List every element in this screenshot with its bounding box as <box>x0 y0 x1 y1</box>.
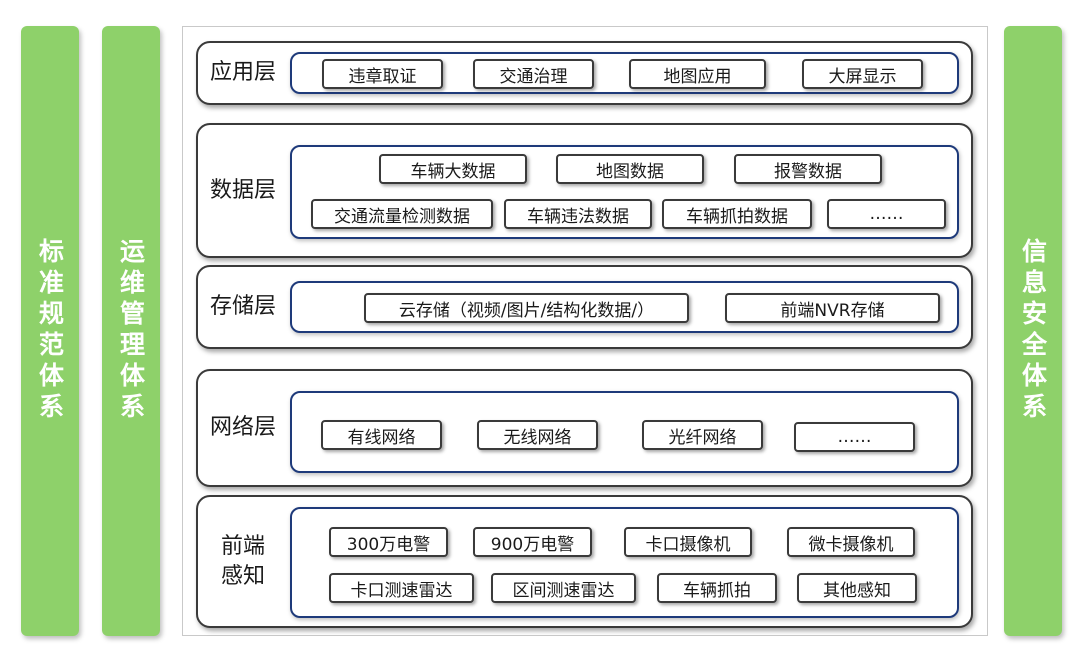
frontend-layer-title: 前端感知 <box>220 533 265 589</box>
storage-layer-label: 存储层 <box>198 267 288 347</box>
storage-item-nvr-storage: 前端NVR存储 <box>725 293 940 323</box>
frontend-item-section-speed-radar: 区间测速雷达 <box>491 573 636 603</box>
app-item-violation-evidence: 违章取证 <box>322 59 443 89</box>
data-layer-panel: 车辆大数据 地图数据 报警数据 交通流量检测数据 车辆违法数据 车辆抓拍数据 …… <box>290 145 959 239</box>
application-layer-title: 应用层 <box>209 60 276 85</box>
data-layer-label: 数据层 <box>198 125 288 256</box>
storage-layer-panel: 云存储（视频/图片/结构化数据/） 前端NVR存储 <box>290 281 959 333</box>
frontend-item-9mp-camera: 900万电警 <box>473 527 592 557</box>
data-layer: 数据层 车辆大数据 地图数据 报警数据 交通流量检测数据 车辆违法数据 车辆抓拍… <box>196 123 973 258</box>
app-item-map-application: 地图应用 <box>629 59 766 89</box>
network-item-more: …… <box>794 422 915 452</box>
app-item-big-screen: 大屏显示 <box>802 59 923 89</box>
frontend-item-other-sensing: 其他感知 <box>797 573 917 603</box>
frontend-item-3mp-camera: 300万电警 <box>329 527 448 557</box>
data-item-vehicle-big-data: 车辆大数据 <box>379 154 527 184</box>
storage-layer-title: 存储层 <box>209 294 276 319</box>
network-layer: 网络层 有线网络 无线网络 光纤网络 …… <box>196 369 973 487</box>
network-layer-label: 网络层 <box>198 371 288 485</box>
data-item-map-data: 地图数据 <box>556 154 704 184</box>
storage-item-cloud-storage: 云存储（视频/图片/结构化数据/） <box>364 293 689 323</box>
network-item-wireless: 无线网络 <box>477 420 598 450</box>
frontend-layer-label: 前端感知 <box>198 497 288 626</box>
frontend-item-micro-checkpoint-camera: 微卡摄像机 <box>787 527 915 557</box>
data-item-vehicle-violation-data: 车辆违法数据 <box>504 199 652 229</box>
network-layer-title: 网络层 <box>209 415 276 440</box>
frontend-item-speed-radar: 卡口测速雷达 <box>329 573 474 603</box>
security-pillar: 信息安全体系 <box>1004 26 1062 636</box>
operations-pillar: 运维管理体系 <box>102 26 160 636</box>
data-layer-title: 数据层 <box>209 177 276 203</box>
storage-layer: 存储层 云存储（视频/图片/结构化数据/） 前端NVR存储 <box>196 265 973 349</box>
application-layer-label: 应用层 <box>198 43 288 103</box>
security-pillar-label: 信息安全体系 <box>1018 238 1048 424</box>
frontend-layer: 前端感知 300万电警 900万电警 卡口摄像机 微卡摄像机 卡口测速雷达 区间… <box>196 495 973 628</box>
standards-pillar: 标准规范体系 <box>21 26 79 636</box>
application-layer-panel: 违章取证 交通治理 地图应用 大屏显示 <box>290 52 959 94</box>
network-item-fiber: 光纤网络 <box>642 420 763 450</box>
operations-pillar-label: 运维管理体系 <box>116 238 146 424</box>
frontend-layer-panel: 300万电警 900万电警 卡口摄像机 微卡摄像机 卡口测速雷达 区间测速雷达 … <box>290 507 959 618</box>
app-item-traffic-management: 交通治理 <box>473 59 594 89</box>
network-item-wired: 有线网络 <box>321 420 442 450</box>
data-item-traffic-flow-data: 交通流量检测数据 <box>311 199 493 229</box>
data-item-more: …… <box>827 199 946 229</box>
standards-pillar-label: 标准规范体系 <box>35 238 65 424</box>
network-layer-panel: 有线网络 无线网络 光纤网络 …… <box>290 391 959 473</box>
frontend-item-vehicle-capture: 车辆抓拍 <box>657 573 777 603</box>
data-item-alarm-data: 报警数据 <box>734 154 882 184</box>
application-layer: 应用层 违章取证 交通治理 地图应用 大屏显示 <box>196 41 973 105</box>
data-item-vehicle-capture-data: 车辆抓拍数据 <box>662 199 812 229</box>
frontend-item-checkpoint-camera: 卡口摄像机 <box>624 527 752 557</box>
